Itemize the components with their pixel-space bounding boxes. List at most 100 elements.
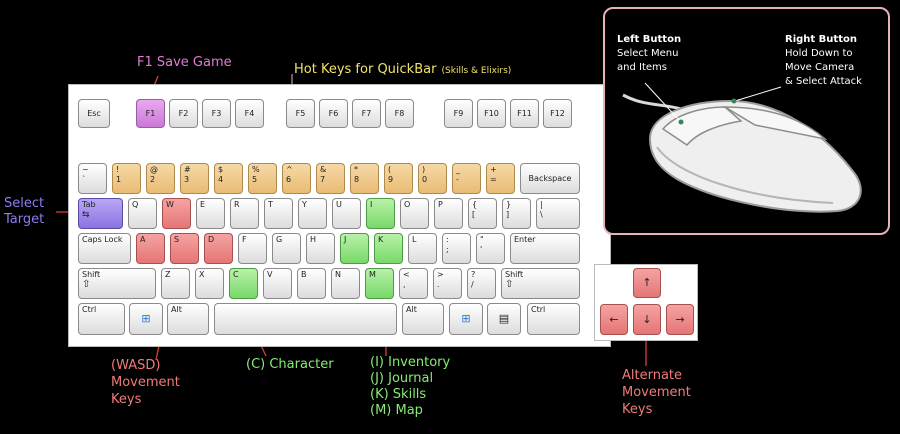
key-windows-left[interactable]: ⊞ [129, 303, 163, 335]
left-button-title: Left Button [617, 34, 682, 45]
key-g[interactable]: G [272, 233, 301, 264]
key-f9[interactable]: F9 [444, 99, 473, 128]
key-f11[interactable]: F11 [510, 99, 539, 128]
key-f[interactable]: F [238, 233, 267, 264]
key-1[interactable]: !1 [112, 163, 141, 194]
key-period[interactable]: >. [433, 268, 462, 299]
key-f1[interactable]: F1 [136, 99, 165, 128]
key-ctrl-right[interactable]: Ctrl [527, 303, 580, 335]
key-enter[interactable]: Enter [510, 233, 580, 264]
key-s[interactable]: S [170, 233, 199, 264]
key-3-top: # [184, 165, 191, 174]
key-arrow-right[interactable]: → [666, 304, 694, 335]
key-comma[interactable]: <, [399, 268, 428, 299]
key-f3[interactable]: F3 [202, 99, 231, 128]
key-9[interactable]: (9 [384, 163, 413, 194]
key-b[interactable]: B [297, 268, 326, 299]
map-label: (M) Map [370, 403, 423, 418]
key-f5[interactable]: F5 [286, 99, 315, 128]
key-space[interactable] [214, 303, 397, 335]
key-shift-left[interactable]: Shift⇧ [78, 268, 156, 299]
key-equals-bottom: = [490, 175, 497, 184]
key-alt-left[interactable]: Alt [167, 303, 209, 335]
key-f6[interactable]: F6 [319, 99, 348, 128]
key-esc[interactable]: Esc [78, 99, 110, 128]
key-f7[interactable]: F7 [352, 99, 381, 128]
wasd-label-3: Keys [111, 392, 142, 407]
key-lbracket[interactable]: {[ [468, 198, 497, 229]
key-v[interactable]: V [263, 268, 292, 299]
key-o[interactable]: O [400, 198, 429, 229]
key-a[interactable]: A [136, 233, 165, 264]
key-1-bottom: 1 [116, 175, 122, 184]
alt-movement-label-2: Movement [622, 385, 691, 400]
journal-label: (J) Journal [370, 371, 434, 386]
key-d[interactable]: D [204, 233, 233, 264]
key-x[interactable]: X [195, 268, 224, 299]
key-0-bottom: 0 [422, 175, 428, 184]
key-e[interactable]: E [196, 198, 225, 229]
key-f4[interactable]: F4 [235, 99, 264, 128]
key-alt-right[interactable]: Alt [402, 303, 444, 335]
key-l[interactable]: L [408, 233, 437, 264]
key-f8[interactable]: F8 [385, 99, 414, 128]
key-i[interactable]: I [366, 198, 395, 229]
key-semicolon[interactable]: :; [442, 233, 471, 264]
key-shift-right[interactable]: Shift⇧ [501, 268, 580, 299]
key-ctrl-left[interactable]: Ctrl [78, 303, 125, 335]
key-3[interactable]: #3 [180, 163, 209, 194]
key-u[interactable]: U [332, 198, 361, 229]
key-p[interactable]: P [434, 198, 463, 229]
key-m[interactable]: M [365, 268, 394, 299]
key-arrow-up[interactable]: ↑ [633, 268, 661, 298]
key-backslash[interactable]: |\ [536, 198, 580, 229]
key-8-top: * [354, 165, 358, 174]
key-c[interactable]: C [229, 268, 258, 299]
key-minus-bottom: - [456, 175, 459, 184]
key-7-bottom: 7 [320, 175, 326, 184]
key-arrow-left[interactable]: ← [600, 304, 628, 335]
key-j[interactable]: J [340, 233, 369, 264]
key-f10[interactable]: F10 [477, 99, 506, 128]
key-semicolon-top: : [446, 235, 449, 244]
key-quote[interactable]: "' [476, 233, 505, 264]
key-rbracket[interactable]: }] [502, 198, 531, 229]
key-k[interactable]: K [374, 233, 403, 264]
key-minus[interactable]: _- [452, 163, 481, 194]
key-2-bottom: 2 [150, 175, 156, 184]
key-windows-right[interactable]: ⊞ [449, 303, 483, 335]
key-y[interactable]: Y [298, 198, 327, 229]
key-h[interactable]: H [306, 233, 335, 264]
key-8[interactable]: *8 [350, 163, 379, 194]
windows-logo-icon: ⊞ [461, 312, 471, 325]
key-caps-lock[interactable]: Caps Lock [78, 233, 131, 264]
key-f12[interactable]: F12 [543, 99, 572, 128]
key-quote-top: " [480, 235, 484, 244]
key-0[interactable]: )0 [418, 163, 447, 194]
key-f2[interactable]: F2 [169, 99, 198, 128]
key-z[interactable]: Z [161, 268, 190, 299]
key-n[interactable]: N [331, 268, 360, 299]
key-r[interactable]: R [230, 198, 259, 229]
key-menu[interactable]: ▤ [487, 303, 521, 335]
key-7-top: & [320, 165, 327, 174]
key-5[interactable]: %5 [248, 163, 277, 194]
key-comma-bottom: , [403, 280, 406, 289]
key-4[interactable]: $4 [214, 163, 243, 194]
key-6[interactable]: ^6 [282, 163, 311, 194]
key-period-top: > [437, 270, 444, 279]
key-tilde[interactable]: ~` [78, 163, 107, 194]
key-2[interactable]: @2 [146, 163, 175, 194]
key-slash[interactable]: ?/ [467, 268, 496, 299]
key-7[interactable]: &7 [316, 163, 345, 194]
key-t[interactable]: T [264, 198, 293, 229]
key-equals[interactable]: += [486, 163, 515, 194]
hotkeys-sub-text: (Skills & Elixirs) [441, 66, 512, 76]
key-q[interactable]: Q [128, 198, 157, 229]
mouse-illustration [622, 82, 862, 213]
key-backspace-label: Backspace [528, 173, 572, 183]
key-tab[interactable]: Tab⇆ [78, 198, 123, 229]
key-backspace[interactable]: Backspace [520, 163, 580, 194]
key-w[interactable]: W [162, 198, 191, 229]
key-arrow-down[interactable]: ↓ [633, 304, 661, 335]
